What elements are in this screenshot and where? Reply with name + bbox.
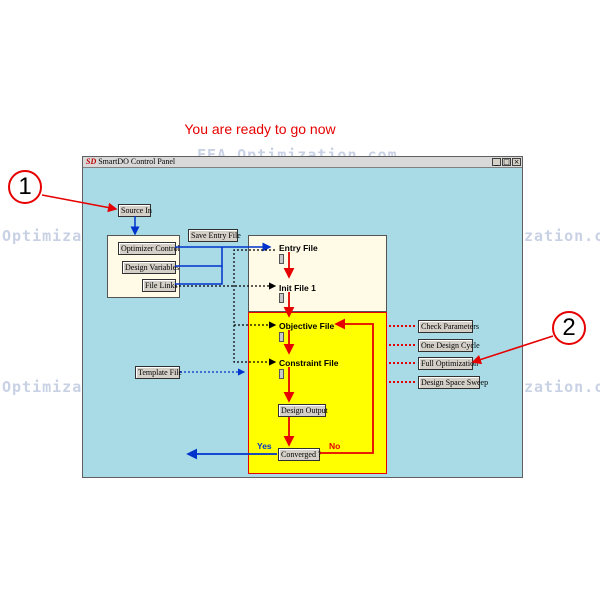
check-parameters-button[interactable]: Check Parameters — [418, 320, 479, 333]
callout-1: 1 — [8, 170, 42, 204]
objective-file-slider[interactable] — [279, 332, 284, 342]
file-links-button[interactable]: File Links — [142, 279, 178, 292]
watermark-left-1: Optimiza — [2, 227, 83, 245]
headline-text: You are ready to go now — [184, 121, 336, 137]
optimizer-control-button[interactable]: Optimizer Control — [118, 242, 180, 255]
constraint-file-label: Constraint File — [279, 358, 339, 368]
watermark-left-2: Optimiza — [2, 378, 83, 396]
template-file-button[interactable]: Template File — [135, 366, 182, 379]
source-in-button[interactable]: Source In — [118, 204, 152, 217]
design-variables-button[interactable]: Design Variables — [122, 261, 179, 274]
init-file-label: Init File 1 — [279, 283, 316, 293]
objective-file-label: Objective File — [279, 321, 335, 331]
design-output-button[interactable]: Design Output — [278, 404, 328, 417]
window-title-text: SmartDO Control Panel — [98, 157, 176, 166]
callout-2: 2 — [552, 311, 586, 345]
init-file-slider[interactable] — [279, 293, 284, 303]
yes-label: Yes — [257, 441, 272, 451]
entry-file-label: Entry File — [279, 243, 318, 253]
save-entry-file-button[interactable]: Save Entry File — [188, 229, 241, 242]
no-label: No — [329, 441, 341, 451]
full-optimization-button[interactable]: Full Optimization — [418, 357, 478, 370]
one-design-cycle-button[interactable]: One Design Cycle — [418, 339, 480, 352]
constraint-file-slider[interactable] — [279, 369, 284, 379]
design-space-sweep-button[interactable]: Design Space Sweep — [418, 376, 488, 389]
watermark-right-1: zation.c — [524, 227, 600, 245]
minimize-button[interactable]: _ — [492, 158, 501, 166]
entry-file-slider[interactable] — [279, 254, 284, 264]
maximize-button[interactable]: □ — [502, 158, 511, 166]
close-button[interactable]: × — [512, 158, 521, 166]
app-logo-icon: SD — [86, 157, 97, 166]
watermark-right-2: zation.c — [524, 378, 600, 396]
converged-button[interactable]: Converged ? — [278, 448, 322, 461]
